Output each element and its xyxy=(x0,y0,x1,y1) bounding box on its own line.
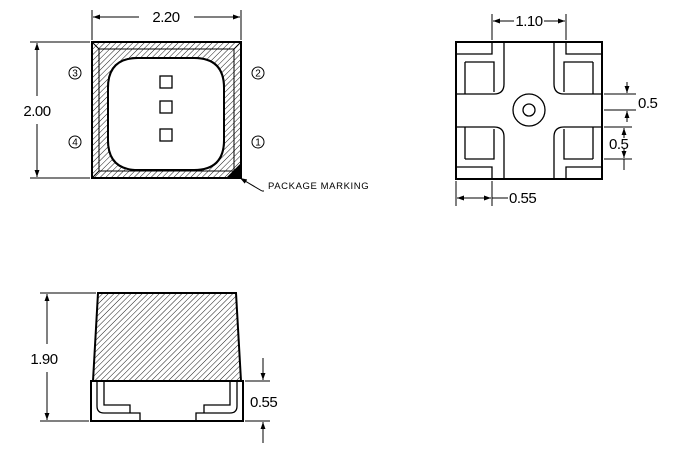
dim-pad-height-lower-label: 0.5 xyxy=(609,136,629,153)
led-die-2 xyxy=(159,100,173,114)
dim-pad-width-label: 0.55 xyxy=(509,190,536,207)
center-pad-inner xyxy=(522,103,536,117)
dim-pad-height-upper: 0.5 xyxy=(604,82,658,122)
package-marking-label: PACKAGE MARKING xyxy=(268,181,369,192)
dim-lead-height: 0.55 xyxy=(245,358,278,443)
side-base xyxy=(90,380,244,422)
center-pad-outer xyxy=(512,93,546,127)
top-view: 2.20 2.00 3 2 4 1 xyxy=(23,9,369,192)
pad-top-right xyxy=(553,41,602,95)
dim-top-width-label: 2.20 xyxy=(152,9,179,26)
dim-side-height-label: 1.90 xyxy=(30,351,57,368)
svg-text:1: 1 xyxy=(255,138,261,149)
dim-pad-width: 0.55 xyxy=(455,181,537,207)
package-marking-leader: PACKAGE MARKING xyxy=(239,177,369,192)
pin-label-4: 4 xyxy=(68,135,82,149)
svg-text:4: 4 xyxy=(72,138,78,149)
dim-pad-pitch: 1.10 xyxy=(491,13,567,40)
pin-label-1: 1 xyxy=(251,135,265,149)
package-marking-corner xyxy=(226,163,241,178)
svg-text:2: 2 xyxy=(255,69,261,80)
pad-top-left xyxy=(456,41,505,95)
bottom-outline xyxy=(455,41,603,180)
side-lead-right xyxy=(195,381,238,420)
pin-label-2: 2 xyxy=(251,66,265,80)
dim-pad-height-upper-label: 0.5 xyxy=(638,95,658,112)
lens-area xyxy=(107,57,225,171)
led-die-1 xyxy=(159,75,173,89)
dim-pad-height-lower: 0.5 xyxy=(604,126,632,170)
svg-text:3: 3 xyxy=(72,69,78,80)
pad-bottom-left xyxy=(456,126,505,180)
pad-bottom-right xyxy=(553,126,602,180)
side-body xyxy=(91,292,243,382)
dim-side-height: 1.90 xyxy=(30,292,96,422)
bottom-view: 1.10 0.5 0.5 0.55 xyxy=(455,13,658,207)
led-die-3 xyxy=(159,128,173,142)
pin-label-3: 3 xyxy=(68,66,82,80)
dim-pad-pitch-label: 1.10 xyxy=(515,13,542,30)
dim-top-height: 2.00 xyxy=(23,41,90,179)
dim-top-height-label: 2.00 xyxy=(23,103,50,120)
dim-top-width: 2.20 xyxy=(91,9,242,40)
side-lead-left xyxy=(96,381,141,420)
side-view: 1.90 0.55 xyxy=(30,292,278,443)
dim-lead-height-label: 0.55 xyxy=(250,394,277,411)
